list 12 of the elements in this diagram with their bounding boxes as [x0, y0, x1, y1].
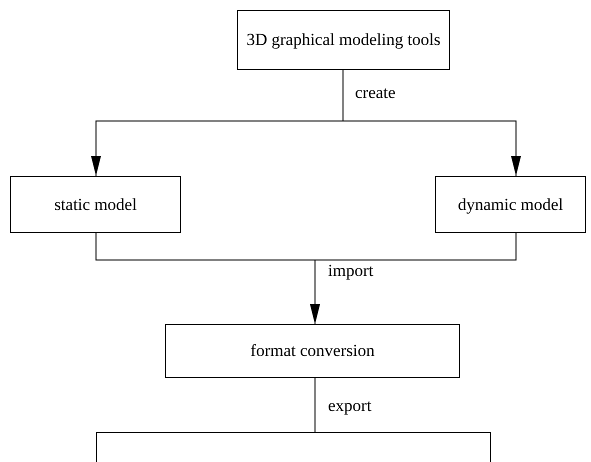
edge-label: import: [328, 262, 374, 281]
node-label: static model: [54, 194, 137, 214]
process-box: [165, 324, 460, 378]
node-label: dynamic model: [458, 194, 564, 214]
process-box: [10, 176, 181, 233]
connector-arrow: [310, 232, 516, 324]
process-box: [237, 10, 450, 70]
box-outline: [96, 432, 491, 462]
node-label: 3D graphical modeling tools: [246, 30, 441, 50]
process-box: [435, 176, 586, 233]
node-label: format conversion: [250, 341, 375, 361]
connector-arrow: [342, 70, 521, 176]
